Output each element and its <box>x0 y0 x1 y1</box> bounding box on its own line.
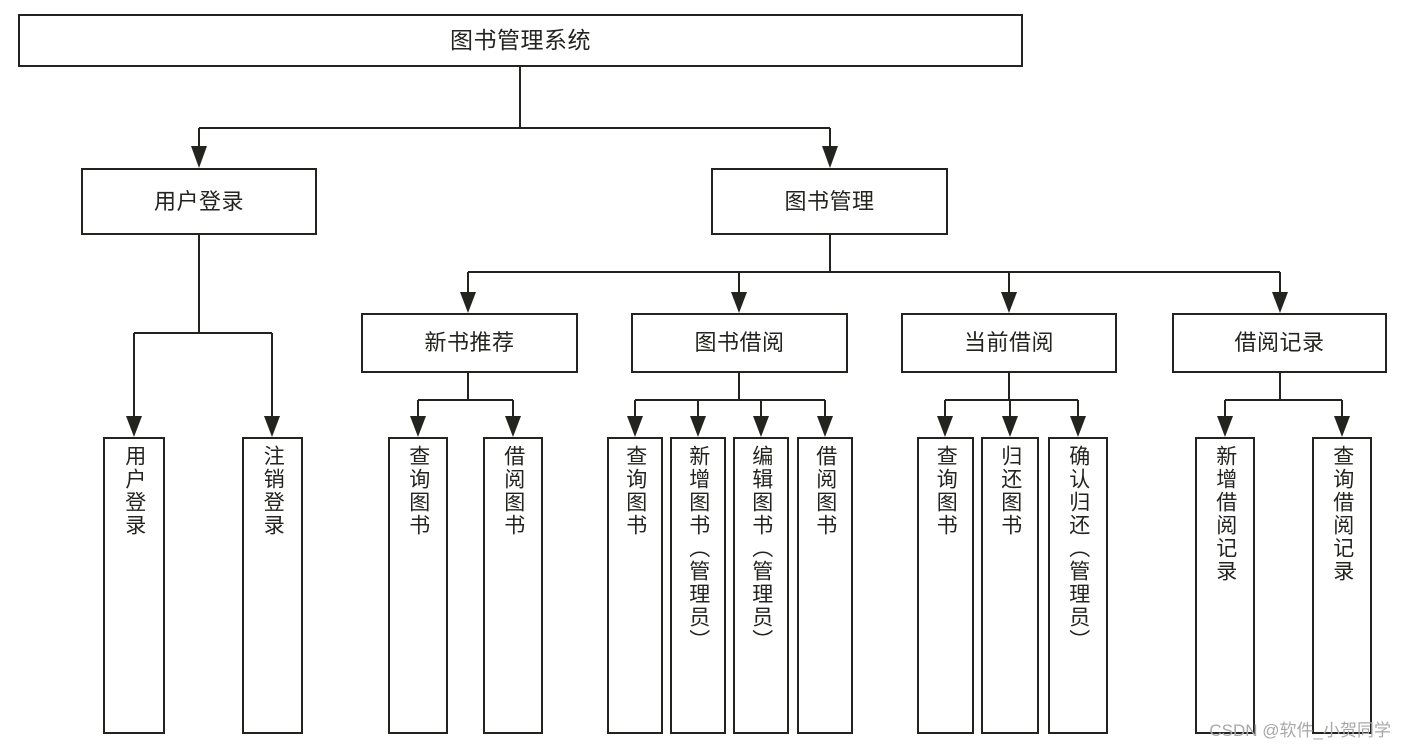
leaf-book-borrow-edit[interactable]: 编辑图书（管理员） <box>733 437 789 734</box>
arrowhead-book-manage <box>822 146 838 168</box>
leaf-borrow-record-query[interactable]: 查询借阅记录 <box>1312 437 1372 734</box>
arrowhead-leaf-book-borrow-2 <box>690 416 706 437</box>
leaf-book-borrow-borrow[interactable]: 借阅图书 <box>797 437 853 734</box>
leaf-book-borrow-query[interactable]: 查询图书 <box>607 437 663 734</box>
arrowhead-leaf-current-borrow-1 <box>937 416 953 437</box>
arrowhead-user-login <box>191 146 207 168</box>
leaf-user-login-login[interactable]: 用户登录 <box>103 437 165 734</box>
leaf-borrow-record-add[interactable]: 新增借阅记录 <box>1195 437 1255 734</box>
node-label: 用户登录 <box>153 188 244 214</box>
leaf-current-borrow-query[interactable]: 查询图书 <box>917 437 974 734</box>
node-label: 确认归还（管理员） <box>1066 445 1090 652</box>
watermark-text: CSDN @软件_小贺同学 <box>1209 721 1391 740</box>
arrowhead-borrow-record <box>1272 292 1288 313</box>
node-borrow-record[interactable]: 借阅记录 <box>1172 313 1387 373</box>
node-user-login[interactable]: 用户登录 <box>81 168 317 235</box>
node-book-management-system[interactable]: 图书管理系统 <box>18 14 1023 67</box>
node-label: 新增图书（管理员） <box>686 445 710 652</box>
arrowhead-leaf-current-borrow-2 <box>1002 416 1018 437</box>
arrowhead-leaf-new-book-2 <box>505 416 521 437</box>
node-label: 借阅图书 <box>813 445 837 537</box>
arrowhead-leaf-current-borrow-3 <box>1070 416 1086 437</box>
node-label: 查询图书 <box>406 445 430 537</box>
node-label: 借阅图书 <box>501 445 525 537</box>
node-label: 编辑图书（管理员） <box>749 445 773 652</box>
arrowhead-leaf-book-borrow-1 <box>627 416 643 437</box>
node-label: 查询借阅记录 <box>1330 445 1354 583</box>
node-current-borrow[interactable]: 当前借阅 <box>901 313 1117 373</box>
leaf-user-login-logout[interactable]: 注销登录 <box>242 437 303 734</box>
node-book-management[interactable]: 图书管理 <box>711 168 948 235</box>
node-label: 借阅记录 <box>1234 330 1325 356</box>
leaf-book-borrow-add[interactable]: 新增图书（管理员） <box>670 437 726 734</box>
node-label: 图书借阅 <box>694 330 785 356</box>
arrowhead-new-book-recommend <box>460 292 476 313</box>
node-label: 新书推荐 <box>424 330 515 356</box>
leaf-new-book-query[interactable]: 查询图书 <box>388 437 448 734</box>
node-label: 用户登录 <box>122 445 146 537</box>
arrowhead-leaf-book-borrow-4 <box>817 416 833 437</box>
node-label: 查询图书 <box>623 445 647 537</box>
arrowhead-current-borrow <box>1001 292 1017 313</box>
arrowhead-leaf-borrow-record-1 <box>1217 416 1233 437</box>
node-label: 新增借阅记录 <box>1213 445 1237 583</box>
arrowhead-leaf-user-login-1 <box>126 416 142 437</box>
arrowhead-book-borrow <box>731 292 747 313</box>
node-book-borrow[interactable]: 图书借阅 <box>631 313 848 373</box>
node-label: 归还图书 <box>998 445 1022 537</box>
node-label: 查询图书 <box>934 445 958 537</box>
node-label: 当前借阅 <box>963 330 1054 356</box>
arrowhead-leaf-new-book-1 <box>410 416 426 437</box>
node-label: 图书管理系统 <box>450 27 591 54</box>
leaf-new-book-borrow[interactable]: 借阅图书 <box>483 437 543 734</box>
node-new-book-recommend[interactable]: 新书推荐 <box>361 313 578 373</box>
arrowhead-leaf-borrow-record-2 <box>1334 416 1350 437</box>
node-label: 图书管理 <box>784 188 875 214</box>
arrowhead-leaf-user-login-2 <box>264 416 280 437</box>
node-label: 注销登录 <box>261 445 285 537</box>
leaf-current-borrow-return[interactable]: 归还图书 <box>981 437 1039 734</box>
arrowhead-leaf-book-borrow-3 <box>753 416 769 437</box>
leaf-current-borrow-confirm-return[interactable]: 确认归还（管理员） <box>1048 437 1108 734</box>
